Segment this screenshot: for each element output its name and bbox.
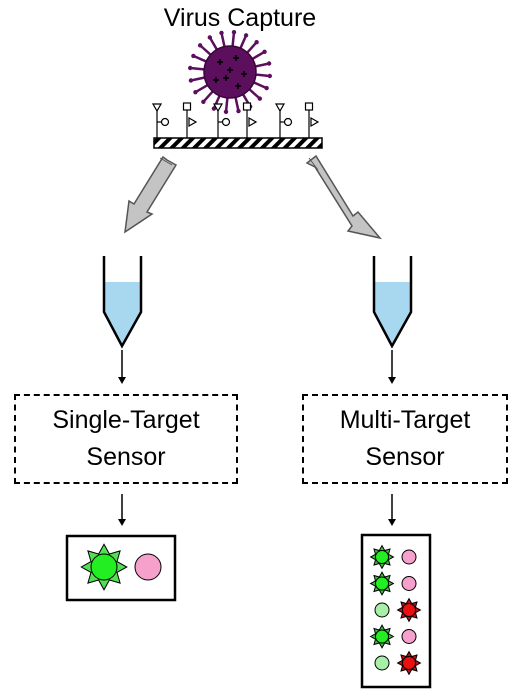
- positive-red-signal-mark: [396, 597, 422, 623]
- arrow-tube-to-multi-sensor: [388, 350, 396, 384]
- single-target-sensor-line2: Sensor: [86, 443, 166, 471]
- tube-left: [102, 256, 143, 349]
- positive-red-signal-mark: [396, 650, 422, 676]
- negative-signal-mark: [374, 602, 390, 618]
- arrow-to-multi-target: [305, 154, 383, 240]
- positive-signal-mark: [369, 624, 395, 649]
- negative-signal-mark: [401, 549, 417, 565]
- multi-target-sensor-line2: Sensor: [365, 443, 445, 471]
- negative-signal-mark: [401, 576, 417, 591]
- arrow-single-sensor-to-result: [118, 494, 126, 526]
- tube-right: [372, 256, 413, 349]
- negative-signal-mark: [374, 655, 390, 671]
- multi-result-marks: [369, 544, 422, 676]
- arrow-to-single-target: [124, 155, 178, 234]
- positive-signal-mark: [369, 544, 395, 570]
- single-target-sensor-line1: Single-Target: [52, 406, 200, 434]
- negative-signal-mark: [401, 629, 417, 644]
- positive-signal-mark: [369, 571, 395, 596]
- virus-icon: [187, 29, 273, 115]
- diagram-title: Virus Capture: [163, 4, 317, 32]
- negative-signal-mark: [134, 553, 162, 581]
- capture-probes: [151, 102, 320, 138]
- positive-signal-mark: [80, 543, 128, 591]
- single-result-marks: [80, 543, 162, 591]
- multi-target-sensor-line1: Multi-Target: [339, 406, 471, 434]
- arrow-tube-to-single-sensor: [118, 350, 126, 384]
- capture-surface: [151, 102, 323, 149]
- multi-target-sensor-box: Multi-Target Sensor: [302, 394, 508, 484]
- arrow-multi-sensor-to-result: [388, 494, 396, 526]
- single-target-sensor-box: Single-Target Sensor: [14, 394, 238, 484]
